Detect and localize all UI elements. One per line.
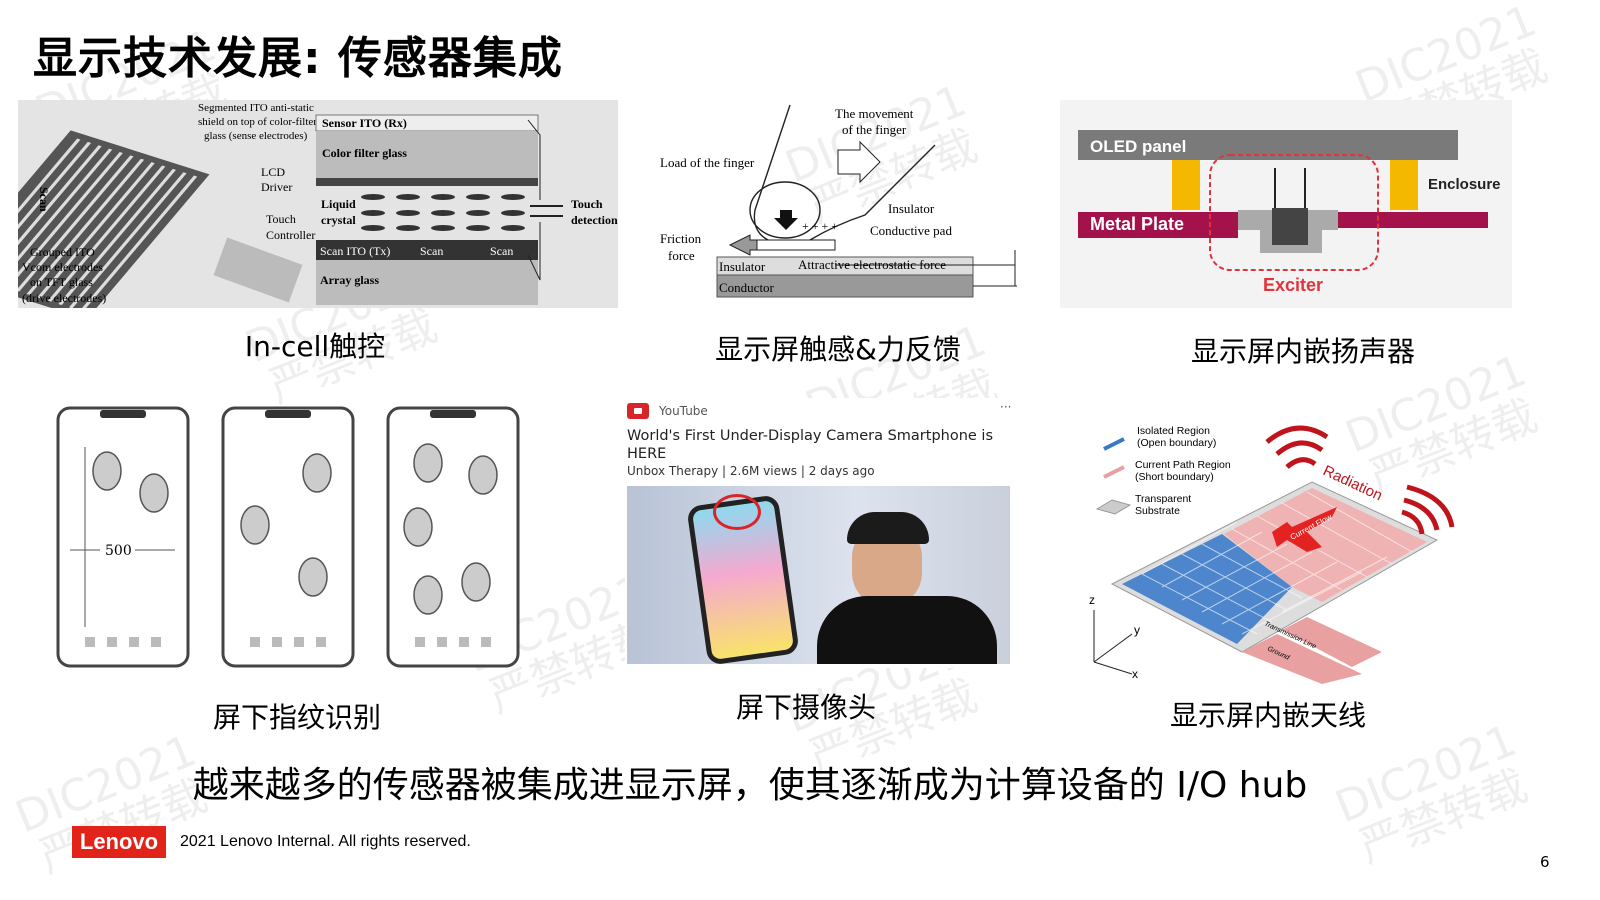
- antenna-diagram: Isolated Region (Open boundary) Current …: [1082, 412, 1472, 684]
- lenovo-logo: Lenovo: [72, 826, 166, 858]
- label: force: [668, 248, 695, 263]
- caption-camera: 屏下摄像头: [735, 691, 876, 724]
- label: LCD: [261, 165, 285, 179]
- video-title[interactable]: World's First Under-Display Camera Smart…: [627, 428, 994, 462]
- legend-label: (Short boundary): [1135, 471, 1214, 483]
- label: Grouped ITO: [30, 245, 95, 259]
- video-meta: Unbox Therapy | 2.6M views | 2 days ago: [627, 464, 875, 478]
- camera-highlight-circle: [713, 494, 761, 530]
- label: Touch: [266, 212, 296, 226]
- label: glass (sense electrodes): [204, 130, 308, 142]
- label: shield on top of color-filter: [198, 116, 317, 128]
- label: detection: [571, 213, 618, 227]
- dimension-label: 500: [105, 543, 132, 559]
- label: Color filter glass: [322, 146, 407, 160]
- label: Scan: [490, 244, 513, 258]
- label: Driver: [261, 180, 292, 194]
- label: on TFT glass: [30, 275, 93, 289]
- label: of the finger: [842, 122, 907, 137]
- watermark-text: DIC2021: [1348, 0, 1544, 114]
- person-cap: [847, 512, 929, 544]
- more-options-icon[interactable]: ···: [1000, 400, 1012, 414]
- legend-label: Current Path Region: [1135, 459, 1231, 471]
- label: Vcom electrodes: [22, 260, 103, 274]
- youtube-source: YouTube: [659, 404, 708, 418]
- label: The movement: [835, 106, 914, 121]
- label: Enclosure: [1428, 176, 1501, 193]
- legend-label: Transparent: [1135, 493, 1191, 505]
- person-shirt: [817, 596, 997, 664]
- legend-label: (Open boundary): [1137, 437, 1216, 449]
- label: Scan: [37, 187, 51, 212]
- label: Scan: [420, 244, 443, 258]
- label: Metal Plate: [1090, 214, 1184, 234]
- plus-charges: + + + +: [802, 219, 838, 233]
- caption-antenna: 显示屏内嵌天线: [1169, 699, 1366, 732]
- label: OLED panel: [1090, 137, 1186, 156]
- incell-diagram: Segmented ITO anti-static shield on top …: [18, 100, 618, 308]
- copyright-text: 2021 Lenovo Internal. All rights reserve…: [180, 833, 471, 850]
- label: Scan ITO (Tx): [320, 244, 390, 258]
- caption-fingerprint: 屏下指纹识别: [212, 701, 381, 734]
- youtube-card[interactable]: YouTube ··· World's First Under-Display …: [625, 398, 1015, 668]
- fingerprint-diagram: 500: [55, 405, 525, 670]
- speaker-diagram: OLED panel Metal Plate Enclosure Exciter: [1060, 100, 1512, 308]
- caption-incell: In-cell触控: [244, 330, 386, 363]
- label: (drive electrodes): [22, 291, 106, 305]
- label: Sensor ITO (Rx): [322, 116, 407, 130]
- label: Insulator: [888, 201, 935, 216]
- page-title: 显示技术发展: 传感器集成: [33, 33, 563, 84]
- label: Touch: [571, 197, 603, 211]
- label: Conductor: [719, 280, 775, 295]
- label: Conductive pad: [870, 223, 952, 238]
- youtube-logo-icon: [627, 403, 649, 419]
- label: Segmented ITO anti-static: [198, 102, 314, 114]
- label: Load of the finger: [660, 155, 755, 170]
- label: Friction: [660, 231, 702, 246]
- axis-label: y: [1134, 623, 1140, 637]
- video-thumbnail[interactable]: [627, 486, 1010, 664]
- label: Array glass: [320, 273, 379, 287]
- page-number: 6: [1540, 853, 1550, 871]
- caption-haptic: 显示屏触感&力反馈: [715, 333, 961, 366]
- legend-label: Isolated Region: [1137, 425, 1210, 437]
- summary-text: 越来越多的传感器被集成进显示屏，使其逐渐成为计算设备的 I/O hub: [192, 765, 1308, 806]
- label: Attractive electrostatic force: [798, 257, 946, 272]
- label: Controller: [266, 228, 315, 242]
- label: Exciter: [1263, 275, 1323, 295]
- label: Insulator: [719, 259, 766, 274]
- axis-label: z: [1089, 593, 1095, 607]
- legend-label: Substrate: [1135, 505, 1180, 517]
- caption-speaker: 显示屏内嵌扬声器: [1190, 335, 1415, 368]
- haptic-diagram: + + + + The movement of the finger Load …: [655, 100, 1025, 305]
- label: Liquid: [321, 197, 356, 211]
- axis-label: x: [1132, 667, 1138, 681]
- label: crystal: [321, 213, 356, 227]
